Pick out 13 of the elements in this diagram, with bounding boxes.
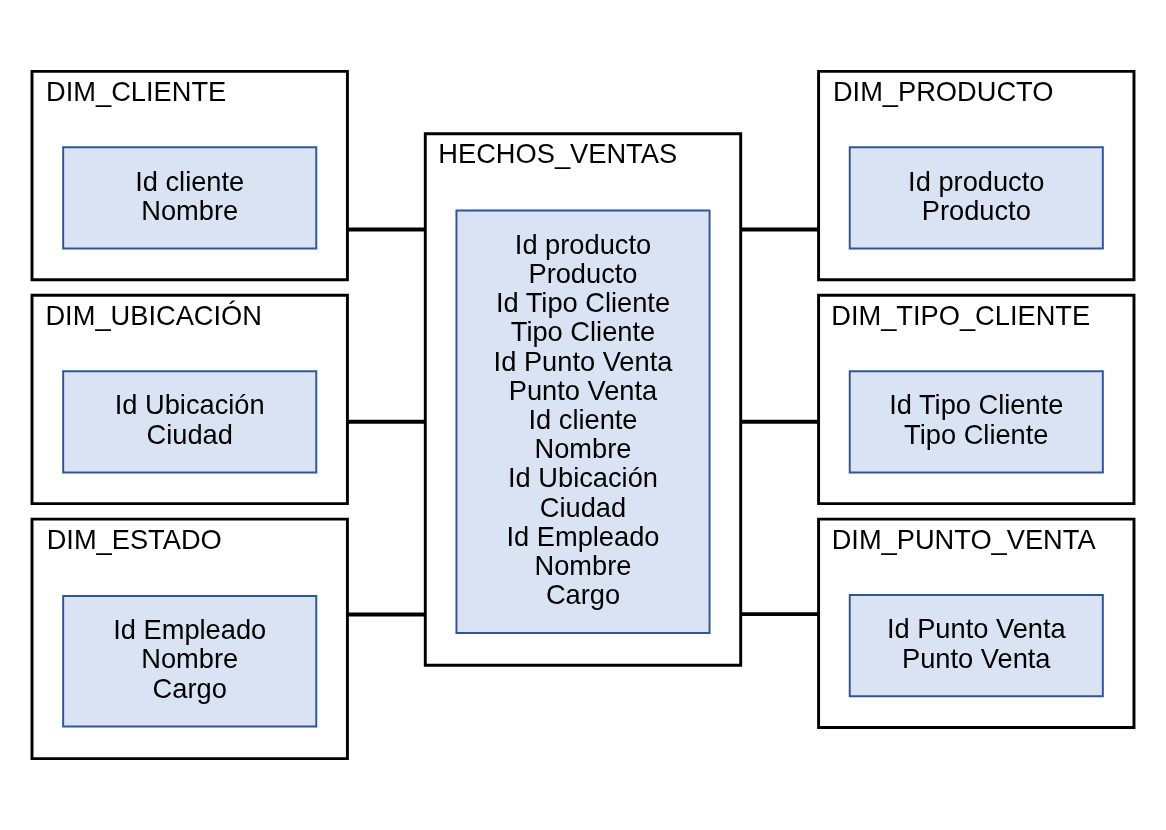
node-box: Id Empleado Nombre Cargo: [62, 595, 318, 728]
node-box: Id producto Producto Id Tipo Cliente Tipo Cliente Id Punto Venta Punto Venta Id cliente Nombre Id Ubicación Ciudad Id Empleado Nombre Cargo: [455, 209, 711, 635]
connector: [347, 227, 426, 232]
node-box: Id cliente Nombre: [62, 146, 318, 250]
node-box: Id Tipo Cliente Tipo Cliente: [848, 370, 1104, 474]
connector: [740, 419, 819, 424]
node-box: Id Ubicación Ciudad: [62, 370, 318, 474]
connector: [740, 227, 819, 232]
connector: [347, 419, 426, 424]
node-box: Id Punto Venta Punto Venta: [848, 594, 1104, 698]
connector: [347, 612, 426, 617]
node-box: Id producto Producto: [848, 146, 1104, 250]
connector: [740, 612, 819, 617]
